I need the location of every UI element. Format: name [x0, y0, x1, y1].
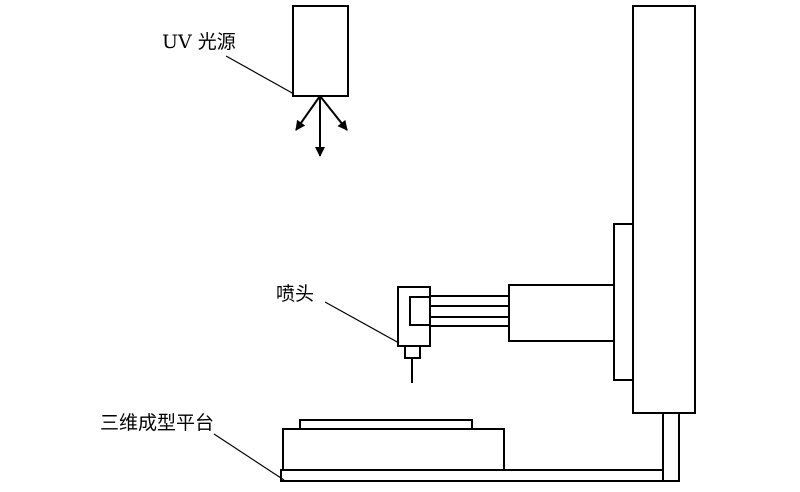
uv-light-box: [292, 5, 349, 97]
carriage-plate: [613, 223, 634, 381]
uv-light-leader-line: [225, 55, 295, 95]
arm-mount-block: [508, 284, 615, 342]
platform-top-plate: [299, 419, 473, 430]
nozzle-inner-block: [409, 296, 431, 326]
uv-ray-right: [319, 95, 348, 131]
vertical-column: [632, 5, 696, 414]
arm-rail-lower: [429, 316, 510, 327]
uv-light-label: UV 光源: [162, 31, 236, 53]
uv-ray-left: [295, 95, 321, 131]
uv-light-rays: [295, 95, 348, 157]
nozzle-label: 喷头: [276, 283, 314, 305]
platform-label: 三维成型平台: [100, 412, 214, 434]
arm-rail-upper: [429, 295, 510, 307]
platform-body: [282, 428, 505, 471]
platform-base-rail: [280, 469, 680, 482]
platform-leader-line: [213, 433, 285, 481]
nozzle-leader-line: [324, 301, 400, 344]
column-support-post: [662, 412, 680, 482]
nozzle-tip: [404, 345, 421, 359]
